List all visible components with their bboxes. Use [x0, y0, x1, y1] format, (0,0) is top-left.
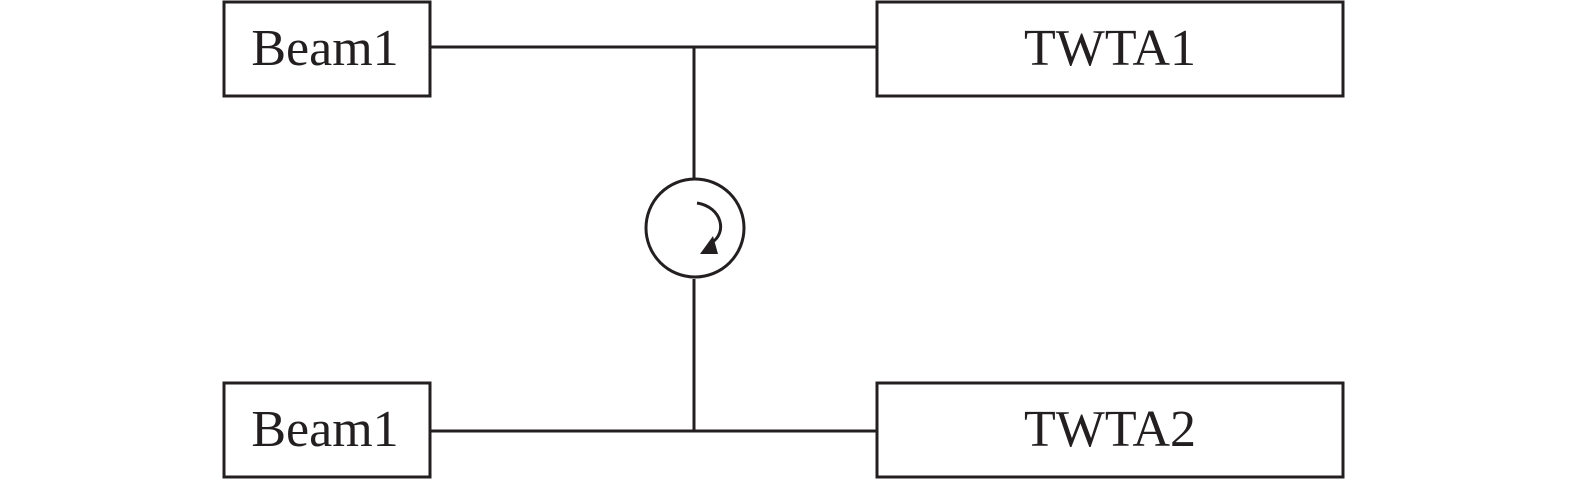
beam-bottom-box [222, 381, 432, 479]
twta-bottom-label: TWTA2 [1024, 401, 1196, 458]
circulator-arrowhead [700, 236, 718, 254]
twta-bottom-block: TWTA2 [875, 381, 1345, 479]
circulator-icon [644, 177, 746, 279]
beam-top-box [222, 0, 432, 98]
twta-top-label: TWTA1 [1024, 20, 1196, 77]
beam-bottom-label: Beam1 [251, 401, 398, 458]
circulator-ring [644, 177, 746, 279]
beam-bottom-block: Beam1 [222, 381, 432, 479]
twta-top-box [875, 0, 1345, 98]
beam-top-label: Beam1 [251, 20, 398, 77]
twta-bottom-box [875, 381, 1345, 479]
circulator-arrow-arc [696, 201, 722, 245]
connection-wires [431, 45, 877, 433]
beam-top-block: Beam1 [222, 0, 432, 98]
twta-top-block: TWTA1 [875, 0, 1345, 98]
